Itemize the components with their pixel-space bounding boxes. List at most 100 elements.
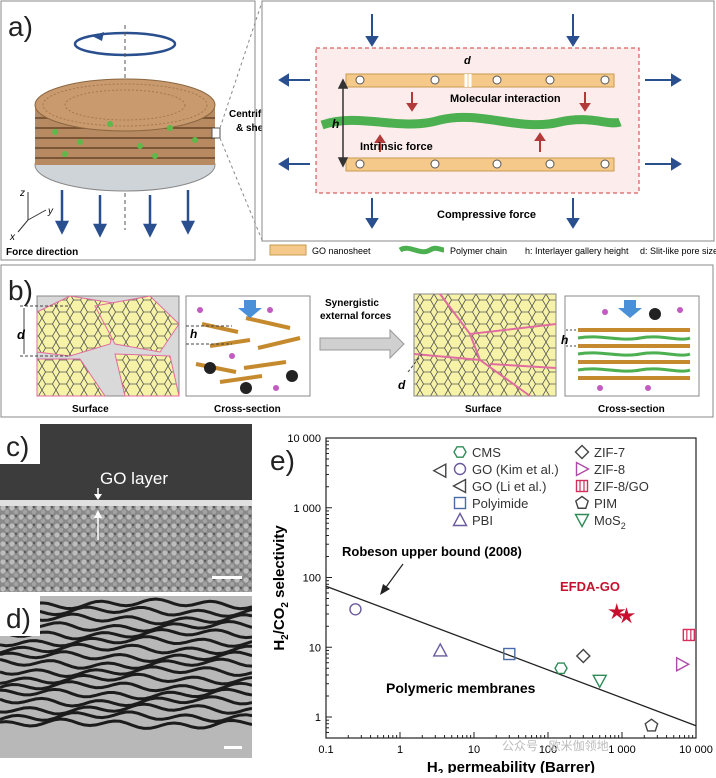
- x-tick-label: 1: [397, 744, 403, 756]
- y-tick-label: 100: [303, 573, 321, 585]
- h-label-b-right: h: [561, 333, 568, 347]
- legend-h-label: h: Interlayer gallery height: [525, 246, 629, 256]
- cross-2-layers: [577, 328, 691, 380]
- cross-1-molecules: [197, 307, 298, 394]
- point-zif-7: [575, 648, 591, 664]
- panel-b: b) d Surface: [0, 264, 716, 420]
- h-label-b-left: h: [190, 327, 197, 341]
- lattice-fringe: [0, 635, 253, 648]
- lattice-fringe: [0, 597, 253, 611]
- polymeric-membranes-label: Polymeric membranes: [386, 680, 536, 696]
- synergistic-label-2: external forces: [320, 311, 392, 322]
- disc-top-grid: [42, 83, 208, 127]
- d-label-b-left: d: [17, 327, 26, 342]
- lattice-fringe: [0, 672, 253, 686]
- legend-label: GO (Kim et al.): [472, 462, 559, 477]
- force-direction-label: Force direction: [6, 247, 78, 258]
- lattice-fringe: [0, 642, 252, 656]
- panel-a: a): [0, 0, 716, 262]
- sheet-groups: [355, 75, 610, 169]
- efda-go-label: EFDA-GO: [560, 579, 620, 594]
- legend-label: ZIF-8/GO: [594, 479, 649, 494]
- go-layer-band: [0, 500, 252, 506]
- intrinsic-force-label: Intrinsic force: [360, 141, 433, 153]
- legend-label: Polyimide: [472, 496, 528, 511]
- interaction-arrows: [374, 92, 591, 152]
- legend-label: GO (Li et al.): [472, 479, 546, 494]
- legend-label: ZIF-8: [594, 462, 625, 477]
- panel-c: c) GO layer: [0, 424, 252, 592]
- lattice-fringe: [0, 605, 253, 618]
- sem-substrate: [0, 502, 252, 592]
- point-go-li-et-al-: [432, 463, 447, 479]
- panel-d-label: d): [6, 603, 31, 634]
- lattice-fringe: [0, 702, 253, 716]
- surface-2-label: Surface: [465, 404, 502, 415]
- axis-z-label: z: [19, 188, 25, 199]
- lattice-fringe: [0, 680, 253, 693]
- rotation-arrowhead: [92, 32, 104, 41]
- lattice-fringe: [0, 665, 253, 679]
- y-axis-title: H2/CO2 selectivity: [271, 525, 291, 651]
- axis-x-label: x: [9, 232, 16, 243]
- point-mos2: [592, 674, 608, 689]
- go-sheet-top: [345, 73, 615, 88]
- go-sheet-bottom: [345, 157, 615, 172]
- x-axis-title: H2 permeability (Barrer): [427, 759, 595, 773]
- panel-a-label: a): [8, 11, 33, 42]
- point-zif-8: [675, 656, 691, 672]
- panel-e-label: e): [270, 445, 295, 476]
- legend-marker: [575, 479, 589, 493]
- legend-marker: [574, 495, 590, 509]
- lattice-fringe: [0, 627, 253, 641]
- legend-go-swatch: [269, 244, 307, 256]
- cross-section-1-label: Cross-section: [214, 404, 281, 415]
- point-zif-8-go: [682, 628, 696, 642]
- disc-top: [34, 78, 216, 132]
- lattice-fringes: [0, 597, 253, 730]
- point-pim: [644, 718, 659, 732]
- external-force-arrows: [278, 14, 682, 229]
- h-label-a: h: [332, 117, 339, 131]
- lattice-fringe: [0, 619, 253, 633]
- lattice-fringe: [0, 717, 253, 730]
- flow-arrow-2: [618, 300, 642, 318]
- lattice-fringe: [0, 695, 253, 708]
- lattice-fringe: [0, 650, 253, 664]
- surface-2-boundaries: [413, 293, 557, 397]
- panel-b-figure: b) d Surface: [0, 264, 714, 418]
- point-efda-go: [617, 607, 636, 624]
- legend-marker-box: [575, 479, 589, 493]
- panel-d-label-bg: [0, 596, 40, 636]
- x-tick-label: 1 000: [608, 744, 636, 756]
- point-go-kim-et-al-: [349, 603, 362, 616]
- x-tick-label: 10: [468, 744, 480, 756]
- axis-y-label: y: [47, 206, 54, 217]
- legend-label: CMS: [472, 445, 501, 460]
- legend-go-label: GO nanosheet: [312, 246, 371, 256]
- polymer-dots: [52, 121, 198, 159]
- point-cms: [554, 662, 568, 675]
- zoom-box: [211, 127, 221, 139]
- chart-points: [349, 463, 696, 732]
- legend-marker: [575, 461, 590, 477]
- panel-b-label: b): [8, 275, 33, 306]
- compressive-force-label: Compressive force: [437, 209, 536, 221]
- cross-section-2-label: Cross-section: [598, 404, 665, 415]
- lattice-fringe: [0, 612, 253, 626]
- surface-1-label: Surface: [72, 404, 109, 415]
- panel-c-label-bg: [0, 424, 40, 464]
- legend-polymer-swatch: [398, 245, 445, 255]
- d-label-b-right: d: [398, 378, 406, 392]
- legend-polymer-label: Polymer chain: [450, 246, 507, 256]
- robeson-label: Robeson upper bound (2008): [342, 544, 522, 559]
- sem-background: [0, 424, 252, 504]
- lattice-fringe: [0, 710, 253, 724]
- legend-marker: [453, 496, 467, 510]
- legend-marker: [453, 446, 467, 458]
- point-polyimide: [503, 647, 516, 661]
- lattice-fringe: [0, 687, 253, 701]
